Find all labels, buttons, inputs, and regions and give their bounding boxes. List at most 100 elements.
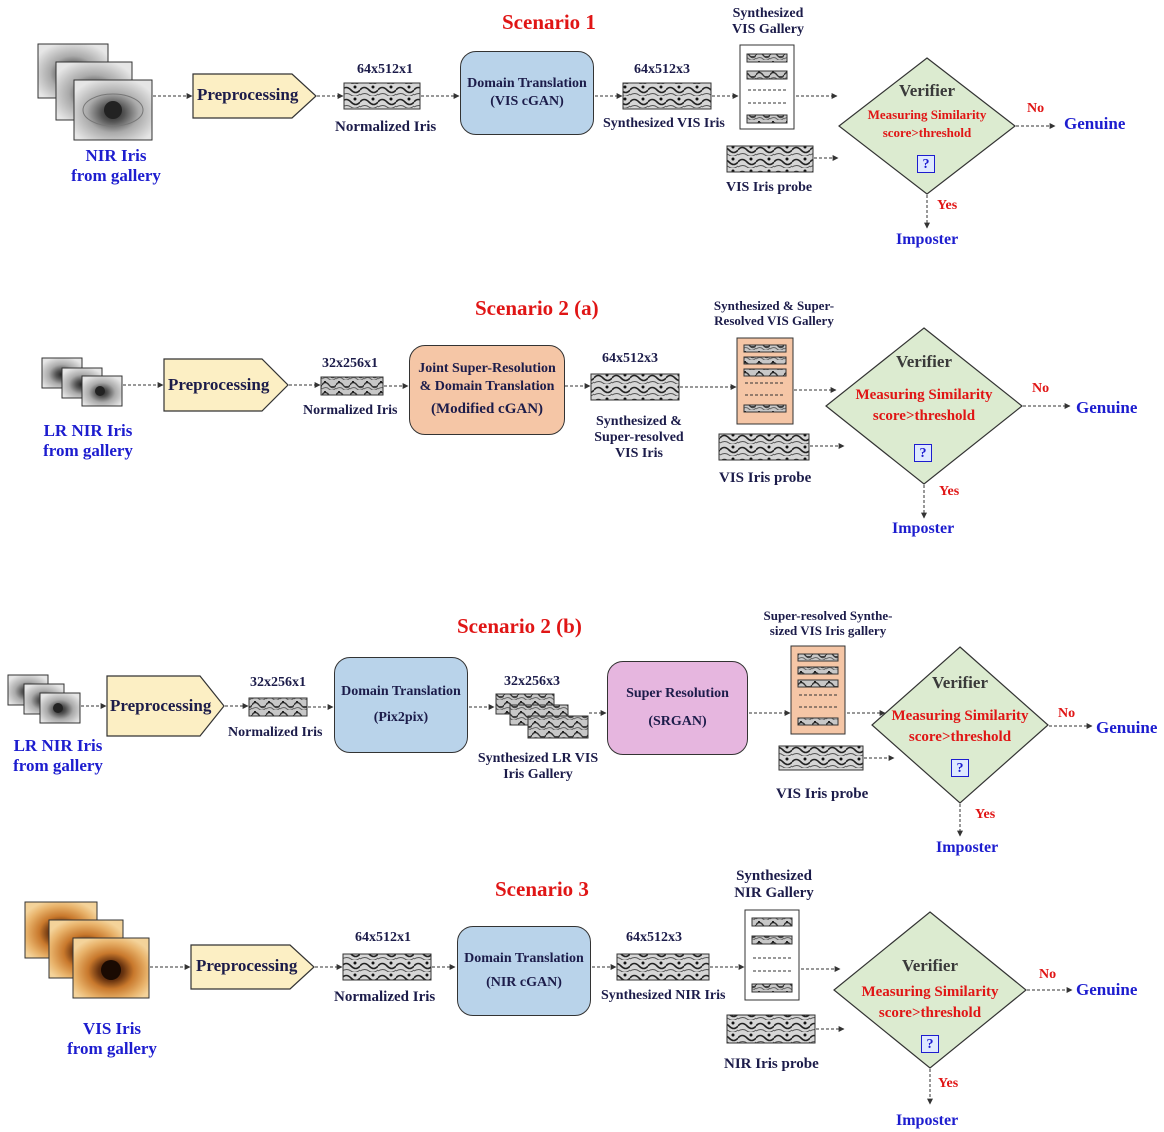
scenario3-translation-box: Domain Translation (NIR cGAN): [457, 926, 591, 1016]
scenario1-translation-line1: Domain Translation: [467, 75, 587, 91]
scenario3-synth-size: 64x512x3: [626, 930, 682, 945]
scenario2a-verifier-line2: score>threshold: [872, 408, 976, 424]
scenario3-gallery-label-line2: NIR Gallery: [734, 885, 814, 902]
scenario2a-gallery-label: Synthesized & Super- Resolved VIS Galler…: [702, 298, 846, 329]
scenario2a-verifier-title: Verifier: [895, 352, 952, 371]
scenario2b-imposter-label: Imposter: [936, 839, 999, 856]
scenario1-input-label-line1: NIR Iris: [85, 146, 147, 165]
scenario1-probe-label: VIS Iris probe: [726, 180, 813, 195]
scenario2a-synth-label: Synthesized & Super-resolved VIS Iris: [584, 414, 694, 462]
scenario1-verifier-title: Verifier: [898, 81, 955, 100]
scenario1-probe-image: [726, 145, 814, 173]
scenario2a-gallery-label-line2: Resolved VIS Gallery: [714, 312, 834, 328]
scenario2b-synth-label-line1: Synthesized LR VIS: [477, 751, 599, 766]
scenario2b-synthesized-lr-gallery-stack: [495, 693, 589, 739]
scenario2b-verifier-title: Verifier: [931, 673, 988, 692]
scenario1-gallery-label-line2: VIS Gallery: [732, 22, 804, 38]
question-mark-icon: ?: [921, 1035, 939, 1053]
scenario2b-preprocessing-shape: [106, 675, 225, 737]
scenario2a-translation-line2: & Domain Translation: [419, 379, 555, 395]
question-mark-icon: ?: [914, 444, 932, 462]
scenario2b-normalized-iris-image: [248, 697, 308, 717]
scenario1-synthesized-iris-image: [622, 82, 712, 110]
scenario2b-title: Scenario 2 (b): [457, 614, 582, 638]
scenario1-normalized-iris-image: [343, 82, 421, 110]
scenario2b-genuine-label: Genuine: [1096, 718, 1158, 737]
scenario3-translation-line2: (NIR cGAN): [486, 975, 562, 990]
scenario3-no-label: No: [1039, 967, 1057, 982]
scenario2b-synth-label: Synthesized LR VIS Iris Gallery: [470, 751, 606, 783]
scenario1-title: Scenario 1: [502, 10, 596, 34]
scenario3-verifier-line2: score>threshold: [878, 1005, 982, 1021]
scenario2a-no-label: No: [1032, 381, 1050, 396]
scenario2a-probe-image: [718, 433, 810, 461]
scenario3-input-label-line1: VIS Iris: [82, 1019, 142, 1038]
scenario2a-preprocessing-shape: [163, 358, 289, 412]
scenario1-input-label-line2: from gallery: [71, 165, 161, 185]
scenario1-translation-box: Domain Translation (VIS cGAN): [460, 51, 594, 135]
scenario1-verifier-shape: [838, 57, 1016, 195]
scenario1-preprocessing-shape: [192, 73, 317, 119]
scenario1-no-label: No: [1027, 101, 1045, 116]
scenario2a-title: Scenario 2 (a): [475, 296, 599, 320]
scenario3-translation-line1: Domain Translation: [464, 950, 584, 966]
scenario1-synth-size: 64x512x3: [634, 62, 690, 77]
scenario1-verifier-line1: Measuring Similarity: [867, 107, 987, 122]
scenario1-group: [37, 43, 1056, 229]
scenario2a-translation-line1: Joint Super-Resolution: [418, 361, 556, 377]
question-mark-icon: ?: [951, 759, 969, 777]
scenario1-gallery-label-line1: Synthesized: [732, 6, 804, 21]
scenario2b-gallery-label: Super-resolved Synthe- sized VIS Iris ga…: [752, 608, 904, 639]
scenario3-preprocessing-shape: [190, 944, 315, 990]
scenario2b-gallery-label-line2: sized VIS Iris gallery: [769, 622, 887, 638]
scenario3-norm-size: 64x512x1: [355, 930, 411, 945]
scenario1-genuine-label: Genuine: [1064, 114, 1126, 133]
question-mark-icon: ?: [917, 155, 935, 173]
scenario3-preprocessing-label: Preprocessing: [196, 956, 298, 975]
scenario2b-input-eye-stack: [7, 674, 81, 724]
scenario3-synth-label: Synthesized NIR Iris: [601, 988, 726, 1003]
scenario3-input-label: VIS Iris from gallery: [56, 1019, 168, 1058]
scenario3-gallery-label-line1: Synthesized: [736, 868, 812, 884]
scenario3-synthesized-iris-image: [616, 953, 710, 981]
scenario2a-synth-label-line2: Super-resolved: [594, 430, 684, 446]
scenario3-verifier-title: Verifier: [901, 956, 958, 975]
scenario3-norm-label: Normalized Iris: [334, 989, 436, 1005]
scenario2b-sr-line2: (SRGAN): [648, 714, 707, 729]
scenario2a-translation-line3: (Modified cGAN): [430, 401, 544, 418]
scenario2b-group: [7, 645, 1093, 837]
scenario1-synth-label: Synthesized VIS Iris: [603, 116, 725, 131]
scenario2b-no-label: No: [1058, 706, 1076, 721]
scenario2a-preprocessing-label: Preprocessing: [168, 375, 270, 394]
scenario2a-input-label: LR NIR Iris from gallery: [30, 421, 146, 460]
scenario2a-yes-label: Yes: [939, 484, 960, 499]
scenario3-gallery-label: Synthesized NIR Gallery: [722, 868, 826, 903]
scenario2b-sr-box: Super Resolution (SRGAN): [607, 661, 748, 755]
scenario2a-input-label-line1: LR NIR Iris: [43, 421, 133, 440]
scenario2a-synth-size: 64x512x3: [602, 351, 658, 366]
scenario1-preprocessing-label: Preprocessing: [197, 85, 299, 104]
scenario2a-synthesized-iris-image: [590, 373, 680, 401]
scenario1-gallery-label: Synthesized VIS Gallery: [722, 6, 814, 38]
scenario2b-norm-size: 32x256x1: [250, 675, 306, 690]
scenario2b-translation-line1: Domain Translation: [341, 683, 461, 699]
scenario2b-translation-line2: (Pix2pix): [373, 710, 429, 725]
scenario1-norm-size: 64x512x1: [357, 62, 413, 77]
scenario2a-norm-size: 32x256x1: [322, 356, 378, 371]
scenario2a-group: [41, 327, 1071, 519]
scenario2b-preprocessing-label: Preprocessing: [110, 696, 212, 715]
scenario2b-gallery-label-line1: Super-resolved Synthe-: [763, 608, 893, 623]
scenario2b-verifier-shape: [871, 646, 1049, 804]
scenario3-probe-label: NIR Iris probe: [724, 1056, 819, 1072]
scenario2b-input-label: LR NIR Iris from gallery: [2, 736, 114, 775]
scenario3-yes-label: Yes: [938, 1076, 959, 1091]
scenario3-input-eye-stack: [24, 901, 150, 999]
scenario2b-synth-label-line2: Iris Gallery: [503, 767, 573, 783]
scenario3-verifier-shape: [833, 911, 1027, 1069]
scenario1-translation-line2: (VIS cGAN): [490, 94, 564, 109]
scenario3-verifier-line1: Measuring Similarity: [861, 984, 999, 1000]
scenario2a-synth-label-line3: VIS Iris: [615, 446, 663, 462]
scenario2b-norm-label: Normalized Iris: [228, 725, 323, 740]
scenario2b-input-label-line2: from gallery: [13, 755, 103, 775]
